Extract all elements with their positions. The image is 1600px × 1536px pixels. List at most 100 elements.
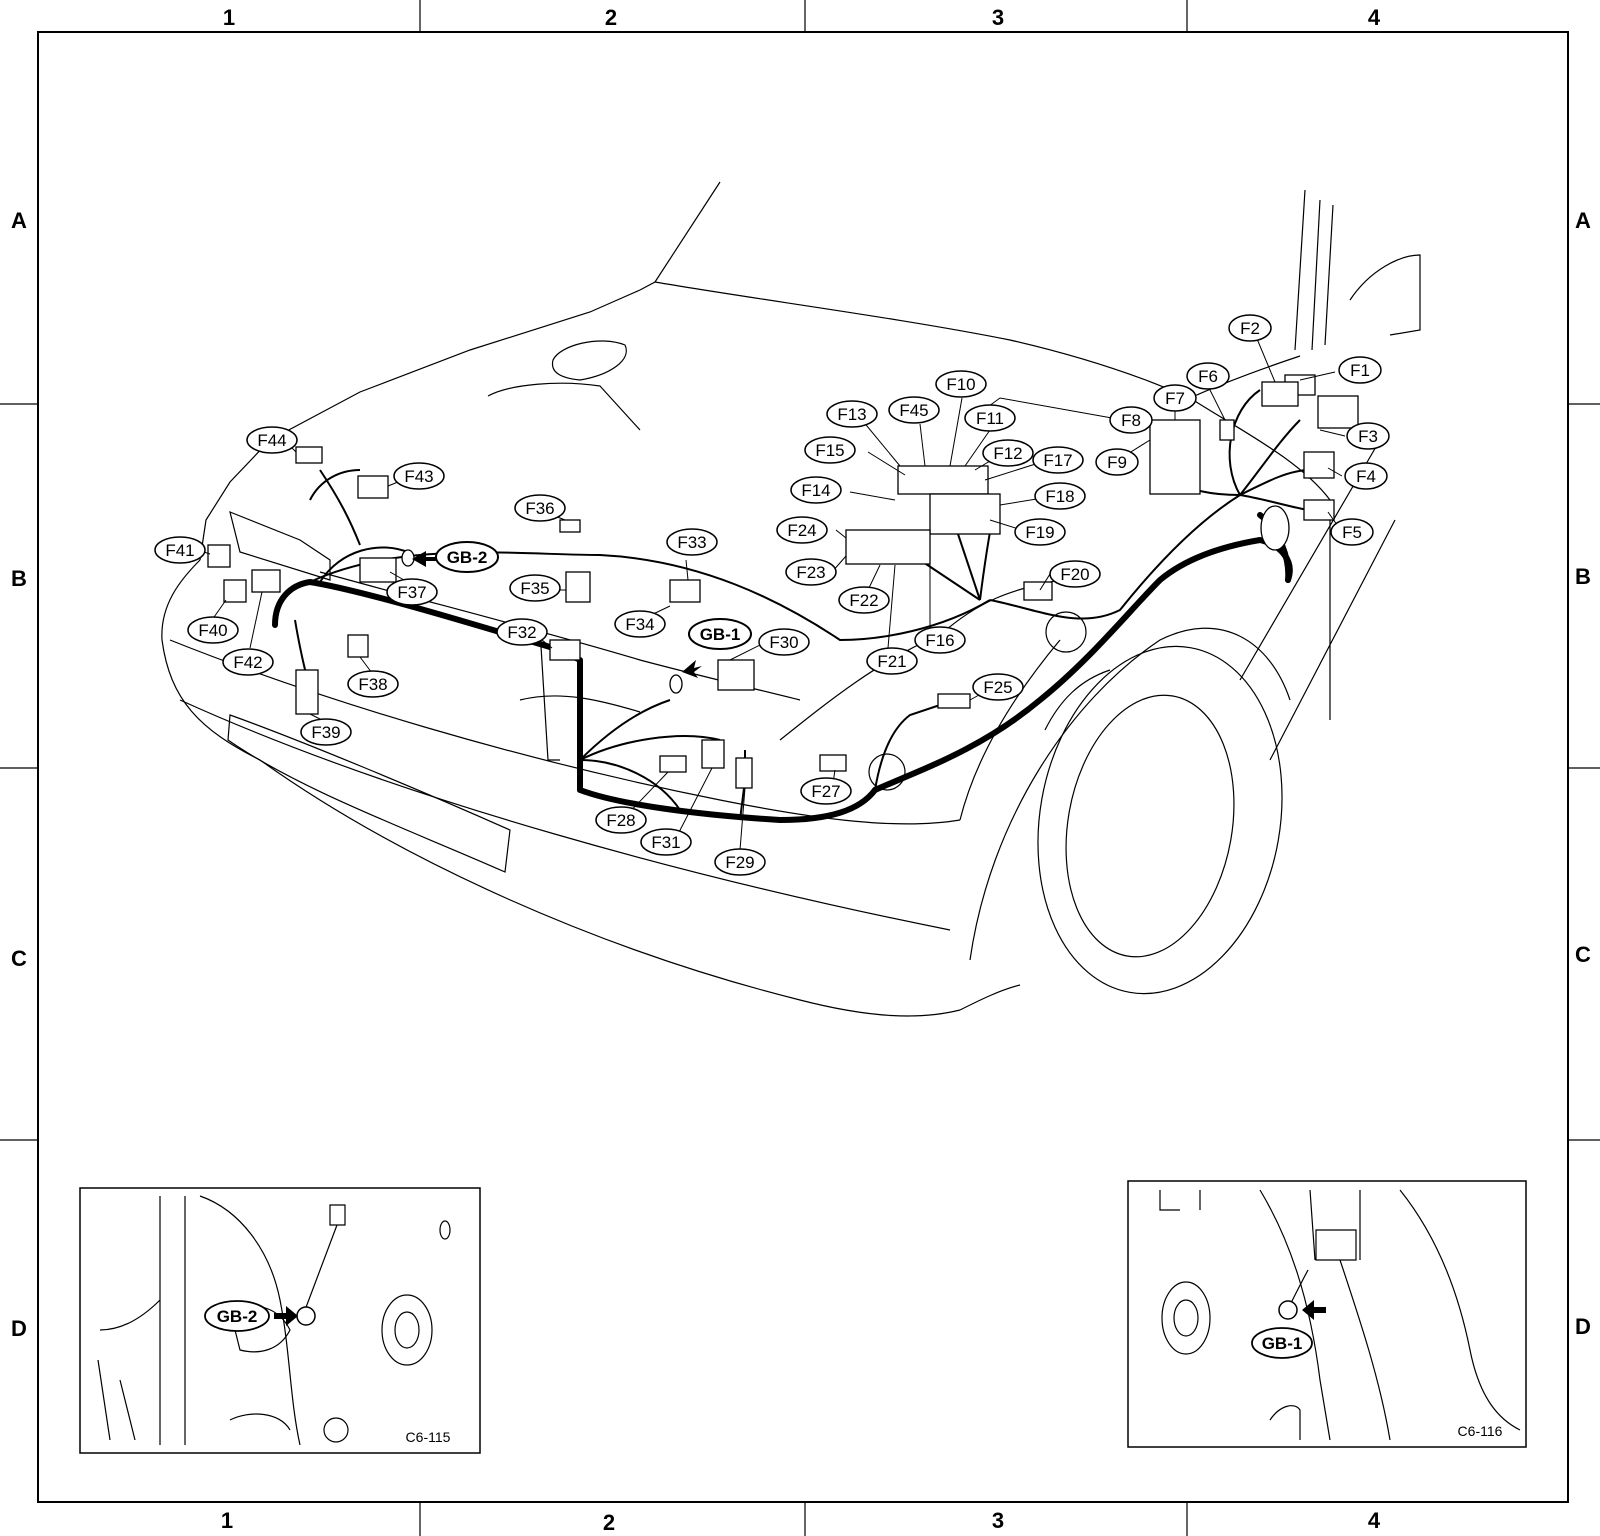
callout-f21-label: F21 [877, 652, 906, 671]
callout-f33-label: F33 [677, 533, 706, 552]
callout-f44-label: F44 [257, 431, 286, 450]
callout-f6: F6 [1186, 362, 1230, 390]
callout-f39: F39 [300, 718, 352, 746]
callout-f37: F37 [386, 578, 438, 606]
callout-f1-label: F1 [1350, 361, 1370, 380]
inset-gb2-frame [79, 1187, 481, 1454]
connector-f30-body [717, 659, 755, 691]
callout-f27: F27 [800, 777, 852, 805]
callout-f23-shape [785, 558, 837, 586]
grid-row-a-right: A [1575, 208, 1591, 233]
connector-f18-body [929, 493, 1001, 535]
callout-f20: F20 [1049, 560, 1101, 588]
grid-row-b-left: B [11, 566, 27, 591]
callout-f7: F7 [1153, 384, 1197, 412]
connector-f38-body [347, 634, 369, 658]
callout-f3: F3 [1346, 422, 1390, 450]
callout-f40: F40 [187, 616, 239, 644]
callout-f19: F19 [1014, 518, 1066, 546]
connector-f20-body [1023, 581, 1053, 601]
inset-gb1-code: C6-116 [1458, 1423, 1503, 1439]
grid-row-a-left: A [11, 208, 27, 233]
connector-f28-body [659, 755, 687, 773]
callout-f5: F5 [1330, 518, 1374, 546]
callout-f3-label: F3 [1358, 427, 1378, 446]
callout-f27-label: F27 [811, 782, 840, 801]
callout-f6-shape [1186, 362, 1230, 390]
callout-f10-label: F10 [946, 375, 975, 394]
callout-f11: F11 [964, 404, 1016, 432]
callout-f16-shape [914, 626, 966, 654]
callout-f35-shape [509, 574, 561, 602]
callout-f38: F38 [347, 670, 399, 698]
callout-f36-shape [514, 494, 566, 522]
callout-f7-label: F7 [1165, 389, 1185, 408]
callout-f34-label: F34 [625, 615, 654, 634]
callout-f44: F44 [246, 426, 298, 454]
callout-f41-shape [154, 536, 206, 564]
callout-f19-shape [1014, 518, 1066, 546]
callout-f40-shape [187, 616, 239, 644]
grid-row-c-right: C [1575, 942, 1591, 967]
callout-f15-shape [804, 436, 856, 464]
callout-f17-shape [1032, 446, 1084, 474]
callout-f12-shape [982, 439, 1034, 467]
callout-f13-shape [826, 400, 878, 428]
connector-f36-body [559, 519, 581, 533]
connector-f5-body [1303, 499, 1335, 521]
callout-f22-shape [838, 586, 890, 614]
callout-f37-shape [386, 578, 438, 606]
callout-f20-shape [1049, 560, 1101, 588]
grid-row-b-right: B [1575, 564, 1591, 589]
connector-shapes [207, 374, 1359, 789]
grid-labels: 1 2 3 4 1 2 3 4 A B C D A B C D [11, 5, 1591, 1535]
callout-f35: F35 [509, 574, 561, 602]
callout-f3-shape [1346, 422, 1390, 450]
callout-f15: F15 [804, 436, 856, 464]
callout-f16-label: F16 [925, 631, 954, 650]
callout-f17-label: F17 [1043, 451, 1072, 470]
callout-f37-label: F37 [397, 583, 426, 602]
inset-gb1: GB-1 C6-116 [1127, 1180, 1527, 1448]
callout-f12: F12 [982, 439, 1034, 467]
callout-f27-shape [800, 777, 852, 805]
callout-f9: F9 [1095, 448, 1139, 476]
grid-col-2-bottom: 2 [603, 1510, 615, 1535]
inset-gb1-callout-label: GB-1 [1262, 1334, 1303, 1353]
ground-callouts: GB-1GB-2 [435, 541, 752, 650]
callout-f4-label: F4 [1356, 467, 1376, 486]
callout-f22-label: F22 [849, 591, 878, 610]
connector-f44-body [295, 446, 323, 464]
callout-f2-label: F2 [1240, 319, 1260, 338]
callout-f40-label: F40 [198, 621, 227, 640]
callout-f16: F16 [914, 626, 966, 654]
callout-f15-label: F15 [815, 441, 844, 460]
callout-f32-label: F32 [507, 623, 536, 642]
connector-f7-body [1149, 419, 1201, 495]
callout-f28-shape [595, 806, 647, 834]
callout-f29-shape [714, 848, 766, 876]
callout-f11-shape [964, 404, 1016, 432]
grid-col-1-bottom: 1 [221, 1508, 233, 1533]
connector-f40-body [223, 579, 247, 603]
callout-f31: F31 [640, 828, 692, 856]
inset-gb2-arrow-icon [274, 1306, 298, 1326]
callout-f44-shape [246, 426, 298, 454]
callout-f13: F13 [826, 400, 878, 428]
callout-f7-shape [1153, 384, 1197, 412]
callout-f24-label: F24 [787, 521, 816, 540]
connector-f24-body [845, 529, 931, 565]
connector-f39-body [295, 669, 319, 715]
grid-col-2-top: 2 [605, 5, 617, 30]
callout-f31-shape [640, 828, 692, 856]
inset-gb2-code: C6-115 [406, 1429, 451, 1445]
connector-f10-body [897, 465, 989, 495]
callout-f14: F14 [790, 476, 842, 504]
callout-f42-label: F42 [233, 653, 262, 672]
ground-callout-gb2-shape [435, 541, 499, 573]
inset-gb2-callout-shape [204, 1300, 270, 1332]
callout-f35-label: F35 [520, 579, 549, 598]
connector-f6-body [1219, 419, 1235, 441]
callout-f1-shape [1338, 356, 1382, 384]
